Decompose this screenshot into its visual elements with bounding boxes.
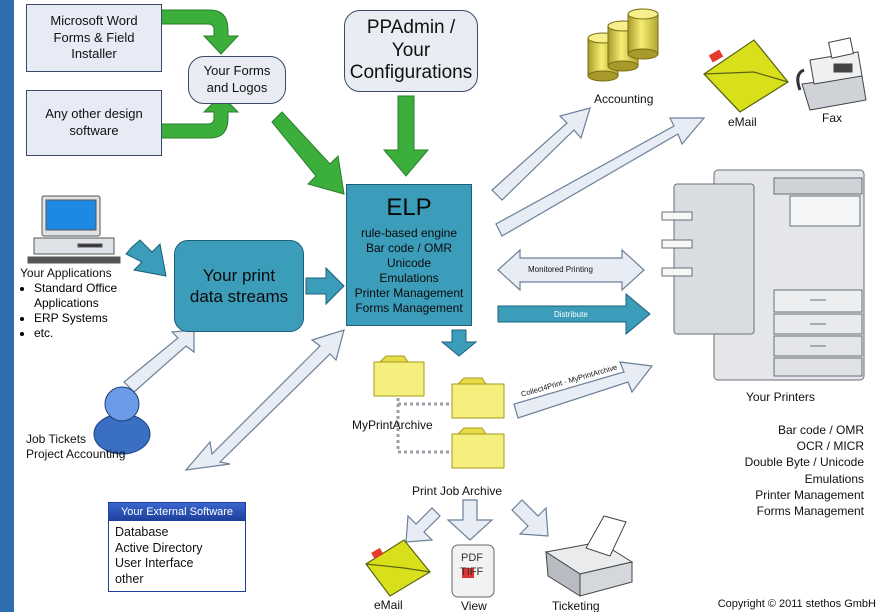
- person-icon: [93, 386, 151, 455]
- teal-arrow-elp-to-archive: [440, 329, 478, 357]
- applications-list: Standard Office Applications ERP Systems…: [20, 281, 117, 341]
- applications-list-item: Standard Office Applications: [34, 281, 117, 311]
- forms-and-logos-box: Your Forms and Logos: [188, 56, 286, 104]
- elp-feature: rule-based engine: [360, 226, 458, 240]
- tiff-icon-label: TIFF: [460, 566, 484, 578]
- distribute-label: Distribute: [554, 310, 588, 319]
- printer-feature: Double Byte / Unicode: [744, 455, 864, 470]
- bottom-email-label: eMail: [374, 598, 403, 612]
- accounting-label: Accounting: [594, 92, 654, 106]
- fax-machine-icon: [796, 37, 867, 111]
- elp-title: ELP: [386, 194, 432, 221]
- diagram-arrows-layer: [27, 8, 867, 598]
- green-arrow-ppadmin-to-elp: [382, 95, 430, 177]
- external-software-item: Active Directory: [115, 540, 203, 555]
- ppadmin-configurations-box: PPAdmin / Your Configurations: [344, 10, 478, 92]
- applications-list-item: ERP Systems: [34, 311, 117, 326]
- printer-feature: Forms Management: [756, 503, 864, 518]
- elp-feature: Forms Management: [355, 301, 463, 315]
- view-label: View: [461, 599, 487, 612]
- teal-arrow-distribute: [497, 292, 651, 336]
- printers-heading: Your Printers: [746, 390, 815, 404]
- arrow-external-to-elp: [184, 329, 345, 471]
- arrow-to-ticketing: [511, 499, 549, 537]
- printer-feature: OCR / MICR: [796, 439, 864, 454]
- bottom-email-envelope-icon: [365, 539, 431, 597]
- architecture-diagram: Microsoft Word Forms & Field Installer A…: [14, 0, 878, 612]
- printer-feature: Bar code / OMR: [777, 423, 864, 437]
- ticket-printer-icon: [544, 515, 634, 597]
- applications-heading: Your Applications: [20, 266, 112, 280]
- email-label: eMail: [728, 115, 757, 129]
- green-arrow-word-to-forms: [159, 9, 240, 55]
- elp-feature: Printer Management: [354, 286, 464, 300]
- arrow-collect4print: [513, 361, 654, 419]
- pdf-icon-label: PDF: [461, 552, 483, 564]
- print-job-archive-label: Print Job Archive: [412, 484, 503, 498]
- external-software-item: Database: [115, 525, 169, 539]
- external-software-item: User Interface: [115, 556, 194, 571]
- arrow-monitored-printing: [497, 248, 645, 292]
- folder-myprintarchive-icon: [373, 355, 425, 397]
- applications-list-item: etc.: [34, 326, 117, 341]
- green-arrow-forms-to-elp: [271, 111, 345, 195]
- arrow-jobtickets-to-streams: [123, 329, 195, 393]
- large-printer-icon: [661, 169, 865, 381]
- teal-arrow-apps-to-streams: [125, 239, 167, 277]
- arrow-to-bottom-email: [405, 507, 441, 543]
- job-tickets-label: Job Tickets Project Accounting: [26, 432, 126, 461]
- arrow-to-accounting: [491, 107, 591, 201]
- folder-1-icon: [451, 377, 505, 419]
- myprintarchive-label: MyPrintArchive: [352, 418, 433, 432]
- external-software-panel: Your External Software Database Active D…: [108, 502, 246, 592]
- external-software-title: Your External Software: [109, 503, 245, 521]
- arrow-to-email-fax: [495, 117, 706, 237]
- accounting-database-icon: [587, 8, 659, 82]
- print-data-streams-box: Your print data streams: [174, 240, 304, 332]
- elp-engine-box: ELP rule-based engine Bar code / OMR Uni…: [346, 184, 472, 326]
- printer-feature: Printer Management: [755, 487, 864, 502]
- fax-label: Fax: [822, 111, 843, 125]
- computer-icon: [27, 195, 121, 264]
- ticketing-label: Ticketing: [552, 599, 600, 612]
- email-envelope-icon: [703, 39, 789, 113]
- printer-feature: Emulations: [804, 471, 864, 486]
- teal-arrow-streams-to-elp: [305, 266, 345, 306]
- folder-icons: [373, 355, 505, 469]
- folder-2-icon: [451, 427, 505, 469]
- other-design-software-box: Any other design software: [26, 90, 162, 156]
- word-forms-installer-box: Microsoft Word Forms & Field Installer: [26, 4, 162, 72]
- elp-feature: Bar code / OMR: [365, 241, 453, 255]
- arrow-to-view: [446, 499, 494, 541]
- monitored-printing-label: Monitored Printing: [528, 265, 593, 274]
- archive-connectors: [396, 398, 454, 454]
- copyright-text: Copyright © 2011 stethos GmbH: [717, 598, 876, 610]
- view-document-icon: [451, 544, 495, 598]
- external-software-item: other: [115, 571, 144, 586]
- printer-features-list: Bar code / OMR OCR / MICR Double Byte / …: [745, 422, 864, 519]
- elp-feature: Emulations: [379, 271, 439, 285]
- elp-feature: Unicode: [386, 256, 432, 270]
